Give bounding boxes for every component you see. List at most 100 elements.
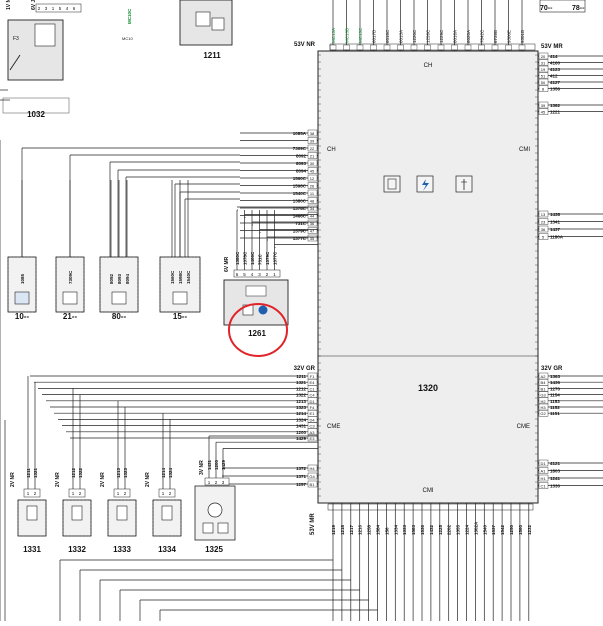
bc-1333-wire-1: 1323 [123,467,128,478]
ref-70: 70-- [540,5,553,12]
component-1331-pinstrip [23,488,41,498]
gr-right-lower-label-3: 1330 [550,484,561,489]
bc-1331-pin-1: 2 [34,491,37,496]
component-1331-icon [26,505,38,521]
right-pin-2: 19 [541,67,546,72]
gr-right-wire-label-0: 1363 [550,374,561,379]
gr-right-lower-pin [538,467,549,474]
highlight-circle [228,303,288,357]
right-wire-label-1: 4160 [550,61,561,66]
c1032-switch [9,54,21,71]
left-pin-box [307,152,318,159]
bc-1332-conn: 2V NR [55,472,61,487]
left-wire-label-5: 8094 [296,169,307,174]
c1032-conn2: 6V JS [31,0,37,10]
left-wire-label-0: 1085A [293,131,307,136]
right-wire-label-5: 1356 [550,87,561,92]
component-1032-ref: 1032 [27,110,45,119]
conn-32v-gr-left: 32V GR [294,366,316,372]
gr-right-lower-label-0: 4121 [550,461,561,466]
gr-right-pin-5: H3 [540,405,546,410]
gr-left-wire-label-7: 1324 [296,417,307,422]
gr-left-wire-label-6: 1214 [296,411,307,416]
bc-1333-conn: 2V NR [100,472,106,487]
gr-right-pin [538,385,549,392]
gr-left-pin-3: C4 [309,393,315,398]
top-wire-label-11: 7842C [480,29,485,43]
bottom-wire-label-3: 1216 [358,524,363,535]
gr-right-lower-pin-2: H1 [540,476,546,481]
right-mid-pin-3: 5 [542,235,545,240]
ecu-zone-cmi-right: CMI [519,147,530,153]
left-pin-0: 38 [310,131,315,136]
left-wire-label-8: 1540C [293,191,307,196]
gr-right-pin [538,410,549,417]
ecu-zone-cme-right: CME [517,424,530,430]
bc-1334-wire-0: 1214 [161,467,166,478]
c1261-blue-icon [258,305,268,315]
right-pin-box [538,52,549,60]
left-pin-box [307,227,318,234]
gr-right-lower-pin [538,474,549,482]
gr-right-wire-label-5: 1152 [550,405,560,410]
module-15---wire-1: 1598C [178,270,183,284]
c1325-wire-2: 1429 [221,459,226,470]
gr-right-pin-1: B4 [541,380,547,385]
left-pin-13: 47 [310,229,315,234]
bottom-wire-label-15: 1224 [465,524,470,535]
c1261-wire-label-4: 1379C [265,251,270,265]
left-pin-box [307,204,318,212]
ecu-zone-ch-top: CH [424,63,433,69]
right-pin-box [538,72,549,79]
gr-left-pin-9: A3 [310,430,316,435]
bc-dash [107,499,137,537]
gr-left-wire-label-3: 1322 [296,393,307,398]
left-pin-box [307,219,318,227]
left-wire-label-13: 1379C [293,229,307,234]
right-pin-box [538,85,549,92]
top-pin-box [491,44,499,51]
gr-left-lower-label-2: 1257 [296,482,307,487]
bottom-wire-label-13: 2202 [447,524,452,535]
ecu-1320-ref: 1320 [418,383,438,393]
c1325-pin-2: 3 [222,480,225,485]
right-wire-label-2: 4123 [550,67,561,72]
module-80---wire-2: 8094 [125,273,130,284]
c1032-pin-4: 4 [66,6,69,11]
right-wire-label-6: 1362 [550,103,561,108]
gr-left-lower-pin [307,464,318,472]
bottom-connector-strip [327,503,534,511]
gr-right-wire-label-1: 1436 [550,380,561,385]
bc-1332-pin-1: 2 [79,491,82,496]
gr-left-wire-label-9: 1200 [296,430,307,435]
left-pin-8: 11 [310,191,315,196]
c1261-pin-2: 4 [251,272,254,277]
top-pin-box [356,44,364,51]
c1261-wire-label-1: 1378C [243,251,248,265]
c1325-wire-0: 1431 [207,459,212,470]
left-pin-5: 45 [310,169,315,174]
bottom-wire-label-5: 1584 [376,524,381,535]
c1032-pin-5: 6 [73,6,76,11]
right-top-partial [539,0,586,13]
bc-dash [152,499,182,537]
left-wire-label-3: 8092 [296,154,307,159]
bottom-wire-label-9: 1583 [411,524,416,535]
right-pin-3: 51 [541,74,546,79]
gr-left-lower-label-0: 1372 [296,466,307,471]
right-wire-label-3: 412 [550,74,558,79]
gr-left-lower-pin-1: G4 [309,474,315,479]
component-1333-icon [116,505,128,521]
ecu-1320-body [317,50,539,504]
top-wire-label-3: 6017D [372,29,377,43]
bc-1333-pin-1: 2 [124,491,127,496]
left-pin-3: 21 [310,154,315,159]
bc-1331-pin-0: 1 [27,491,30,496]
left-pin-box [307,137,318,144]
component-1334-icon [161,505,173,521]
right-wire-label-7: 1221 [550,110,561,115]
component-1332-icon [71,505,83,521]
gr-right-pin [538,403,549,411]
bottom-wire-label-7: 1334 [393,524,398,535]
bc-1332-wire-1: 1322 [78,467,83,478]
